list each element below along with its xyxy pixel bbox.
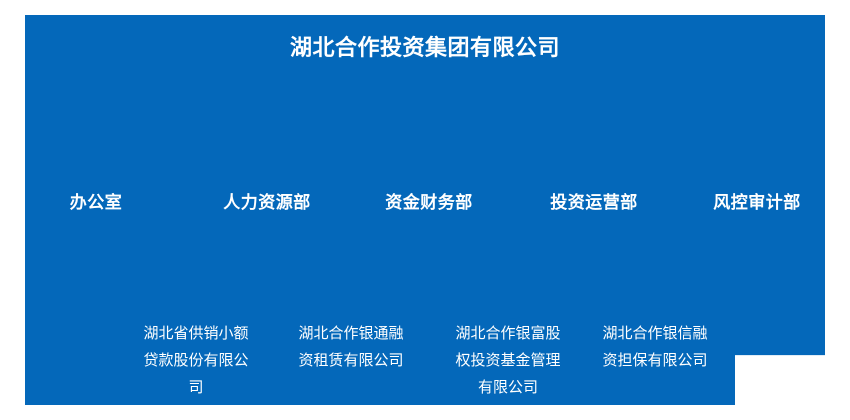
department-node-4: 投资运营部 bbox=[514, 190, 674, 216]
subsidiary-label-3: 湖北合作银富股权投资基金管理有限公司 bbox=[455, 325, 561, 396]
org-chart-panel: 湖北合作投资集团有限公司 办公室 人力资源部 资金财务部 投资运营部 风控审计部… bbox=[25, 15, 825, 405]
department-node-5: 风控审计部 bbox=[677, 190, 825, 216]
department-label-2: 人力资源部 bbox=[223, 193, 311, 212]
department-label-5: 风控审计部 bbox=[713, 193, 801, 212]
subsidiary-row: 湖北省供销小额贷款股份有限公司 湖北合作银通融资租赁有限公司 湖北合作银富股权投… bbox=[25, 320, 825, 405]
department-node-1: 办公室 bbox=[25, 190, 176, 216]
department-label-3: 资金财务部 bbox=[385, 193, 473, 212]
department-node-2: 人力资源部 bbox=[187, 190, 347, 216]
company-title: 湖北合作投资集团有限公司 bbox=[289, 35, 560, 60]
subsidiary-label-1: 湖北省供销小额贷款股份有限公司 bbox=[143, 325, 249, 396]
subsidiary-label-2: 湖北合作银通融资租赁有限公司 bbox=[298, 325, 404, 369]
org-root-node: 湖北合作投资集团有限公司 bbox=[25, 33, 825, 63]
department-row: 办公室 人力资源部 资金财务部 投资运营部 风控审计部 bbox=[25, 190, 825, 230]
department-label-4: 投资运营部 bbox=[550, 193, 638, 212]
subsidiary-label-4: 湖北合作银信融资担保有限公司 bbox=[602, 325, 708, 369]
department-label-1: 办公室 bbox=[69, 193, 123, 212]
subsidiary-node-1: 湖北省供销小额贷款股份有限公司 bbox=[137, 320, 255, 401]
department-node-3: 资金财务部 bbox=[349, 190, 509, 216]
subsidiary-node-3: 湖北合作银富股权投资基金管理有限公司 bbox=[449, 320, 567, 401]
subsidiary-node-4: 湖北合作银信融资担保有限公司 bbox=[596, 320, 714, 374]
subsidiary-node-2: 湖北合作银通融资租赁有限公司 bbox=[292, 320, 410, 374]
